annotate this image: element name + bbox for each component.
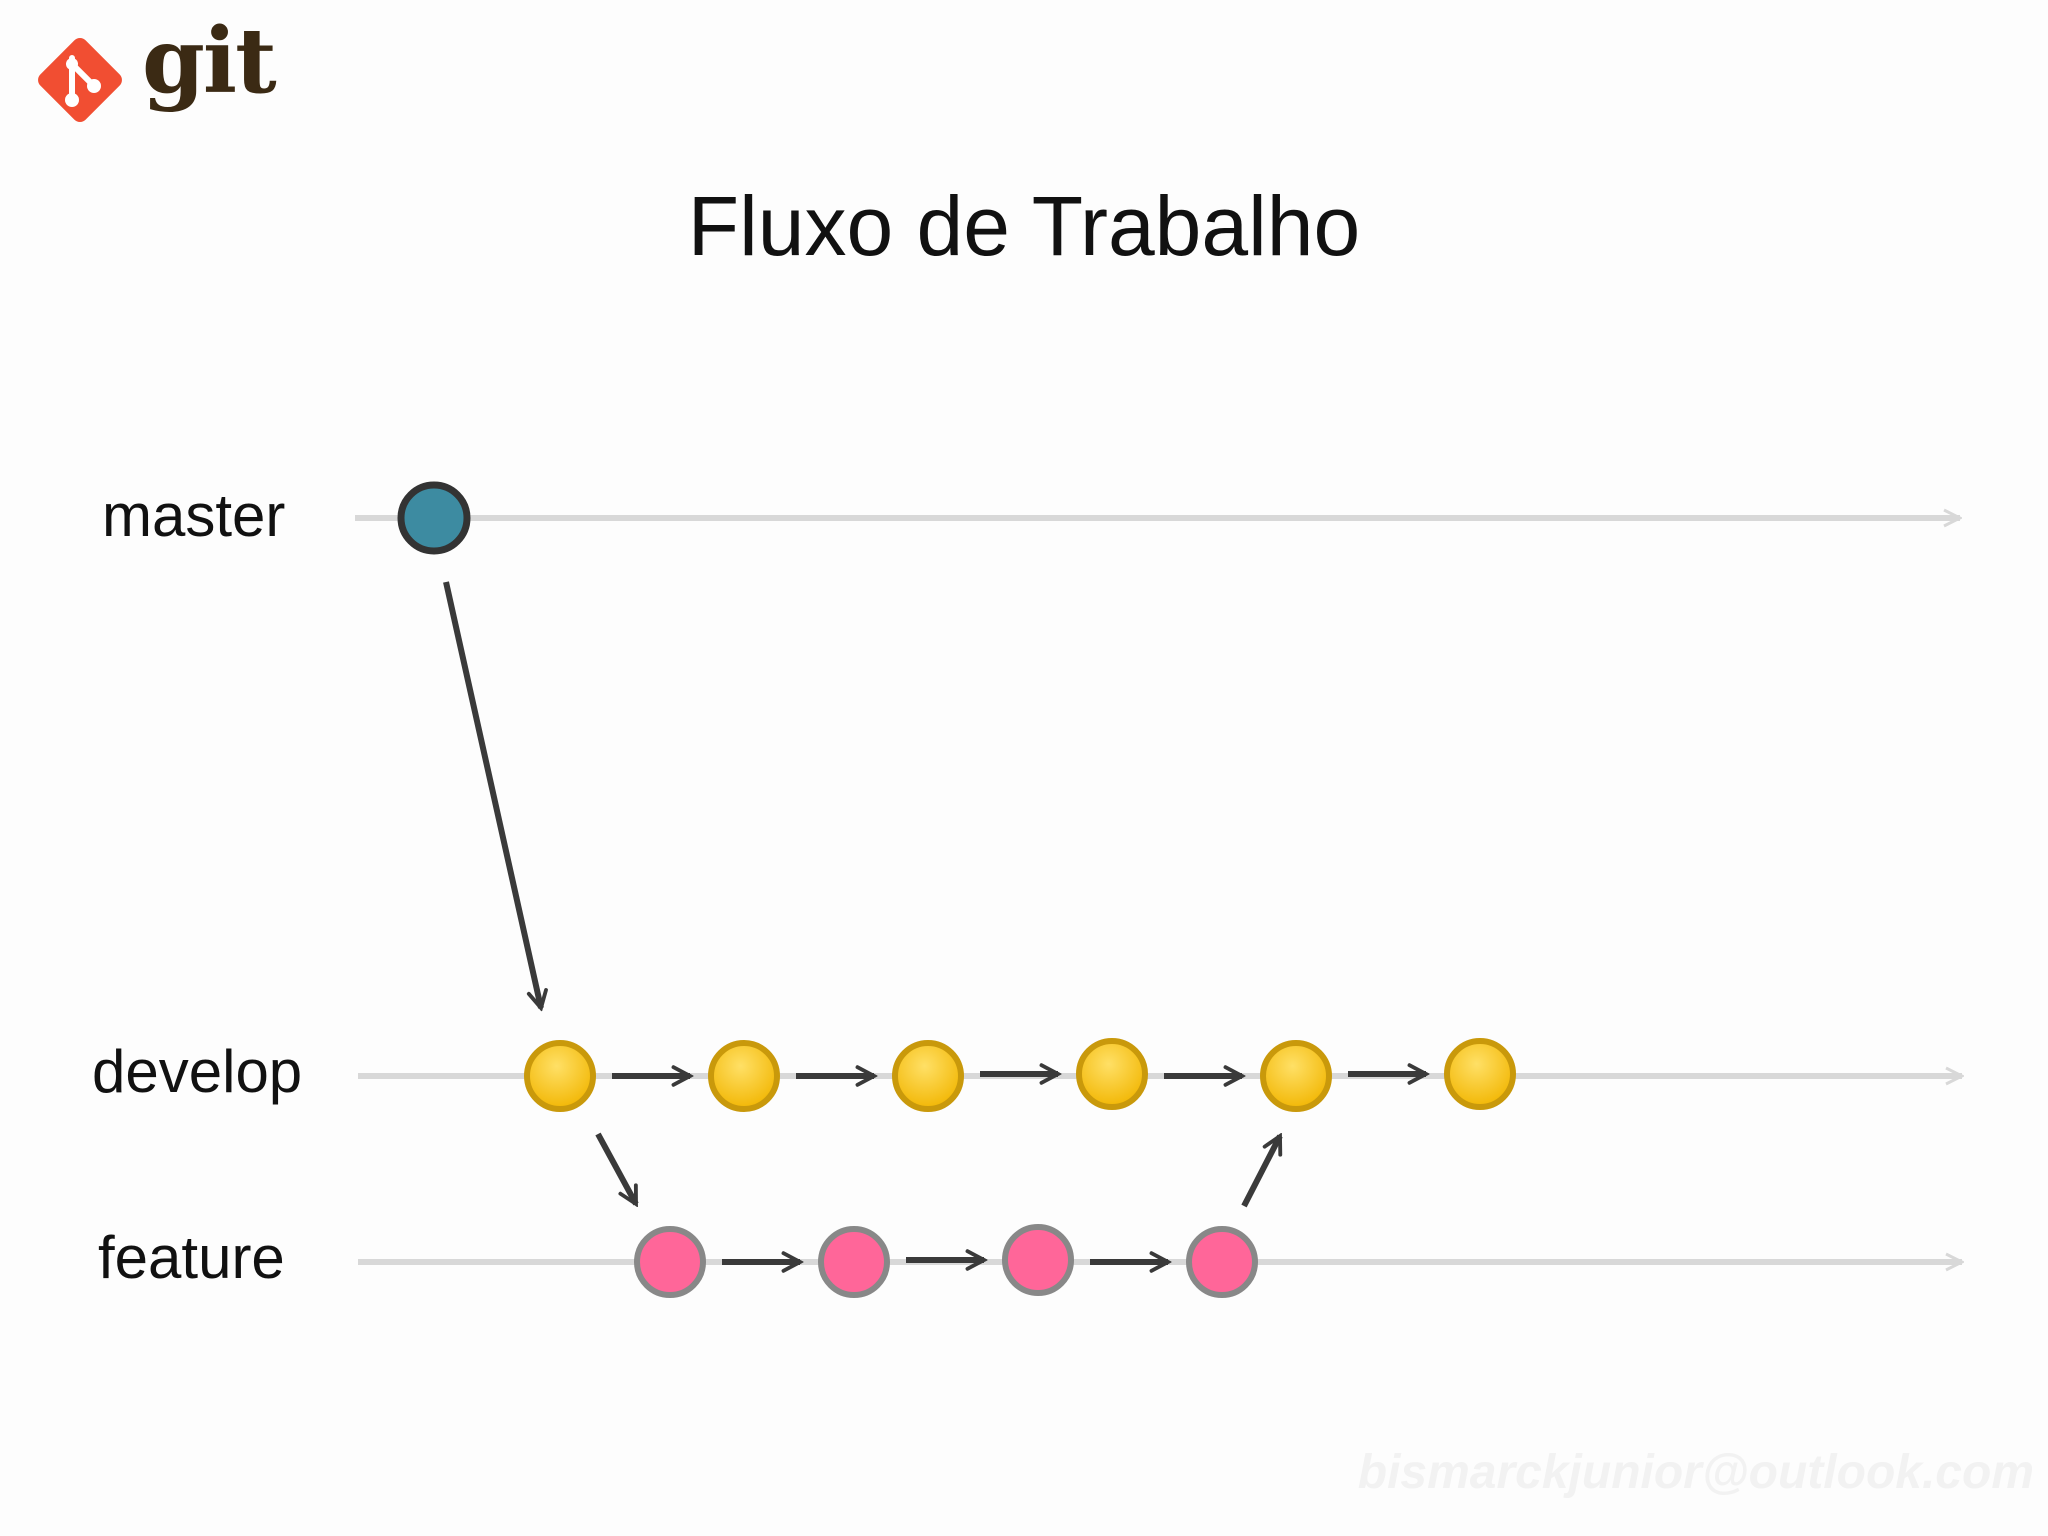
git-logo-text: git [142,8,277,114]
branch-label-master: master [102,482,286,549]
commit-feature-4 [1186,1226,1258,1298]
commit-develop-1 [524,1040,596,1112]
commit-feature-3 [1002,1224,1074,1296]
git-logo: git [30,16,277,140]
arrow-master-to-develop [443,581,541,1008]
branch-label-develop: develop [92,1038,303,1105]
commit-develop-6 [1444,1038,1516,1110]
commit-develop-2 [708,1040,780,1112]
branch-label-feature: feature [98,1224,285,1291]
commit-develop-4 [1076,1038,1148,1110]
arrow-feature-to-develop [1241,1136,1283,1208]
arrow-develop-to-feature [595,1132,639,1204]
commit-master-1 [397,481,471,555]
commit-develop-3 [892,1040,964,1112]
git-diamond-icon [38,38,122,122]
slide-title: Fluxo de Trabalho [687,179,1361,273]
commit-feature-1 [634,1226,706,1298]
watermark-email: bismarckjunior@outlook.com [1357,1446,2034,1499]
commit-feature-2 [818,1226,890,1298]
commit-develop-5 [1260,1040,1332,1112]
